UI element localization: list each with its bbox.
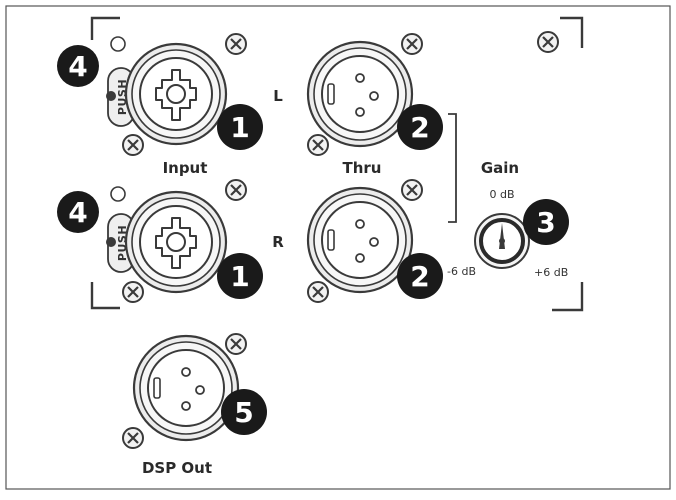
callout-badge-2-top: 2: [397, 104, 443, 150]
combo-jack-input-l[interactable]: [124, 42, 228, 146]
label-input: Input: [163, 159, 208, 177]
screw-icon: [224, 332, 248, 356]
callout-badge-2-bottom: 2: [397, 253, 443, 299]
svg-text:4: 4: [68, 50, 87, 83]
label-gain: Gain: [481, 159, 519, 177]
release-led-l: [110, 36, 126, 52]
callout-badge-3: 3: [523, 199, 569, 245]
callout-badge-5: 5: [221, 389, 267, 435]
svg-text:2: 2: [410, 111, 429, 144]
screw-icon: [224, 32, 248, 56]
gain-scale-top: 0 dB: [489, 188, 514, 201]
svg-text:1: 1: [230, 111, 249, 144]
callout-badge-1-top: 1: [217, 104, 263, 150]
gain-scale-left: -6 dB: [447, 265, 476, 278]
screw-icon: [400, 32, 424, 56]
input-group-bracket-tl: [90, 16, 120, 40]
svg-text:3: 3: [536, 206, 555, 239]
screw-icon: [121, 133, 145, 157]
gain-scale-right: +6 dB: [534, 266, 568, 279]
gain-bracket: [448, 113, 457, 223]
callout-badge-4-top: 4: [57, 45, 99, 87]
label-thru: Thru: [343, 159, 382, 177]
xlr-dsp-out[interactable]: [134, 336, 238, 440]
input-group-bracket-tr: [560, 16, 584, 48]
svg-text:4: 4: [68, 196, 87, 229]
screw-icon: [306, 133, 330, 157]
screw-icon: [224, 178, 248, 202]
input-group-bracket-br: [552, 282, 584, 312]
screw-icon: [121, 426, 145, 450]
callout-badge-1-bottom: 1: [217, 253, 263, 299]
diagram-frame: [5, 5, 671, 490]
combo-jack-input-r[interactable]: [124, 190, 228, 294]
gain-knob[interactable]: [474, 213, 530, 269]
label-channel-r: R: [272, 233, 284, 251]
release-led-r: [110, 186, 126, 202]
xlr-thru-r[interactable]: [308, 188, 412, 292]
input-group-bracket-bl: [90, 282, 120, 310]
screw-icon: [536, 30, 560, 54]
label-dsp-out: DSP Out: [142, 459, 212, 477]
callout-badge-4-bottom: 4: [57, 191, 99, 233]
screw-icon: [306, 280, 330, 304]
xlr-thru-l[interactable]: [308, 42, 412, 146]
screw-icon: [121, 280, 145, 304]
svg-text:2: 2: [410, 260, 429, 293]
screw-icon: [400, 178, 424, 202]
svg-text:5: 5: [234, 396, 253, 429]
label-channel-l: L: [273, 87, 283, 105]
svg-text:1: 1: [230, 260, 249, 293]
